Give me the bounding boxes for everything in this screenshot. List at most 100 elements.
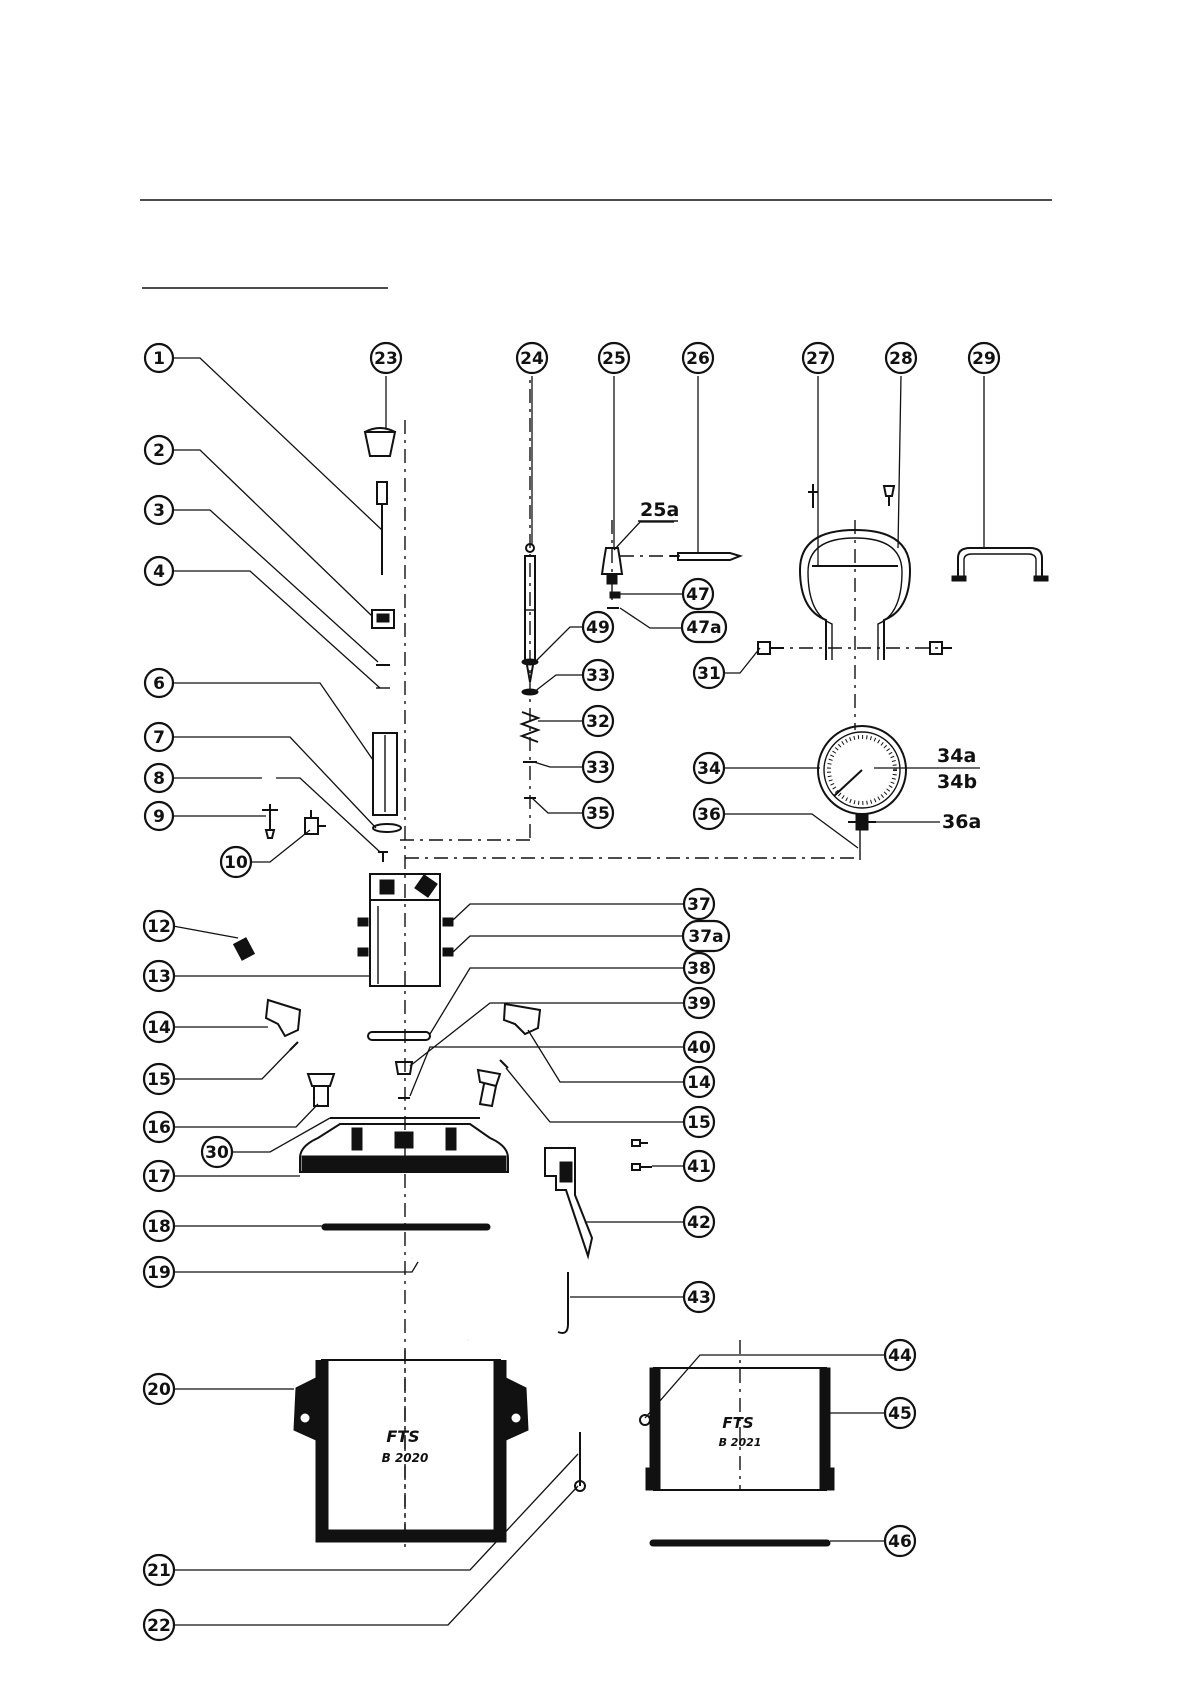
callout-29: 29 (969, 343, 999, 373)
leader-19 (173, 1262, 418, 1272)
svg-text:13: 13 (147, 967, 171, 987)
tank-20-wall-left (316, 1360, 328, 1542)
leader-47a (620, 608, 682, 628)
bolt-37-right (443, 918, 453, 926)
leader-31 (725, 648, 760, 673)
bolt-37-left (358, 918, 368, 926)
bolt-37a-left (358, 948, 368, 956)
callout-41: 41 (684, 1151, 714, 1181)
callout-13: 13 (144, 961, 174, 991)
pump-rod-1-cap (377, 482, 387, 504)
svg-text:8: 8 (153, 769, 165, 789)
bolt-16-right (478, 1070, 500, 1106)
svg-text:15: 15 (147, 1070, 171, 1090)
leader-39 (410, 1003, 683, 1066)
svg-text:40: 40 (687, 1038, 711, 1058)
svg-text:29: 29 (972, 349, 996, 369)
pump-body-13-port-right (415, 875, 437, 897)
callout-4: 4 (145, 557, 173, 585)
tank-20-bottom (316, 1530, 506, 1542)
svg-text:28: 28 (889, 349, 913, 369)
svg-text:15: 15 (687, 1113, 711, 1133)
handle-29 (958, 548, 1042, 578)
callout-31: 31 (694, 658, 724, 688)
callout-14-left: 14 (144, 1012, 174, 1042)
washer-47 (610, 592, 620, 598)
callout-10: 10 (221, 847, 251, 877)
valve-39 (396, 1062, 412, 1074)
leader-21 (173, 1454, 578, 1570)
callout-16: 16 (144, 1112, 174, 1142)
svg-text:6: 6 (153, 674, 165, 694)
callout-26: 26 (683, 343, 713, 373)
callout-43: 43 (684, 1282, 714, 1312)
svg-text:36: 36 (697, 805, 721, 825)
tank-20-brand: FTS (386, 1427, 419, 1446)
hose-12-end (234, 938, 255, 960)
tank-45-code: B 2021 (719, 1436, 762, 1449)
seal-block-2-inner (377, 614, 389, 622)
rod-18 (322, 1224, 490, 1230)
svg-text:2: 2 (153, 441, 165, 461)
callout-38: 38 (684, 953, 714, 983)
tank-20-hole-left (300, 1413, 310, 1423)
handle-29-foot-right (1034, 576, 1048, 581)
tank-20-hole-right (511, 1413, 521, 1423)
callout-21: 21 (144, 1555, 174, 1585)
leader-30 (233, 1118, 330, 1152)
leader-25a (614, 522, 674, 550)
callout-25: 25 (599, 343, 629, 373)
svg-text:27: 27 (806, 349, 830, 369)
svg-text:12: 12 (147, 917, 171, 937)
callout-22: 22 (144, 1610, 174, 1640)
lid-17-right-boss (446, 1128, 456, 1150)
rod-46 (650, 1540, 830, 1546)
tank-20-handle-left (294, 1378, 316, 1440)
svg-text:4: 4 (153, 562, 165, 582)
callout-15-left: 15 (144, 1064, 174, 1094)
svg-text:37a: 37a (688, 927, 723, 947)
callout-6: 6 (145, 669, 173, 697)
callout-45: 45 (885, 1398, 915, 1428)
svg-text:43: 43 (687, 1288, 711, 1308)
bolt-37a-right (443, 948, 453, 956)
callout-15-right: 15 (684, 1107, 714, 1137)
callout-17: 17 (144, 1161, 174, 1191)
ring-7 (373, 824, 401, 832)
gauge-34-needle (834, 770, 862, 796)
label-34a: 34a (937, 745, 976, 767)
svg-text:1: 1 (153, 349, 165, 369)
svg-text:41: 41 (687, 1157, 711, 1177)
svg-text:20: 20 (147, 1380, 171, 1400)
leader-15-left (173, 1048, 292, 1079)
svg-text:45: 45 (888, 1404, 912, 1424)
cap-screw-near-body (378, 852, 388, 862)
svg-text:31: 31 (697, 664, 721, 684)
callout-33-upper: 33 (583, 660, 613, 690)
callout-49: 49 (583, 612, 613, 642)
callout-27: 27 (803, 343, 833, 373)
screw-41-upper (632, 1140, 648, 1146)
fitting-10 (305, 810, 326, 834)
leader-10 (251, 830, 310, 862)
leader-33-lower (534, 762, 582, 767)
leader-37 (453, 904, 683, 920)
label-25a: 25a (640, 499, 679, 521)
stem-24-tip (527, 665, 533, 682)
svg-text:7: 7 (153, 728, 165, 748)
tank-45-brand: FTS (722, 1414, 753, 1432)
svg-text:24: 24 (520, 349, 544, 369)
leader-44 (645, 1355, 884, 1418)
bolt-28 (884, 486, 894, 506)
tank-45-lug (640, 1415, 650, 1425)
svg-text:22: 22 (147, 1616, 171, 1636)
tank-20-code: B 2020 (382, 1451, 429, 1465)
callout-40: 40 (684, 1032, 714, 1062)
callout-37: 37 (684, 889, 714, 919)
svg-text:23: 23 (374, 349, 398, 369)
callout-9: 9 (145, 802, 173, 830)
callout-14-right: 14 (684, 1067, 714, 1097)
washer-33-upper (522, 689, 538, 695)
knob-23-shape (365, 432, 395, 456)
